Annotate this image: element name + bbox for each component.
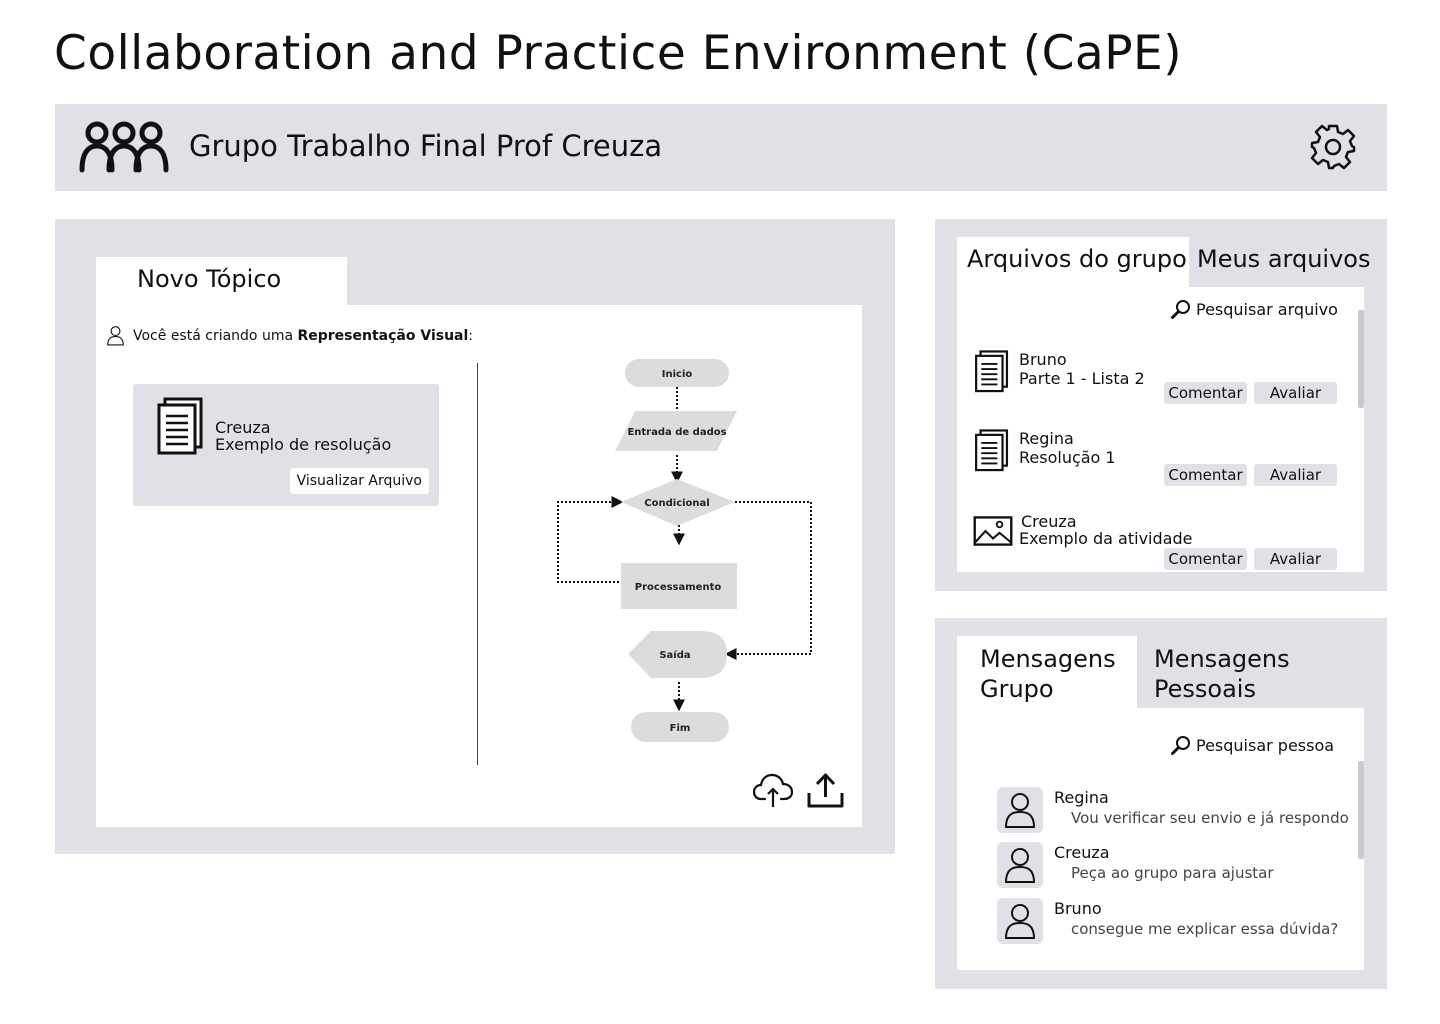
- user-icon: [1003, 846, 1037, 884]
- message-text: Vou verificar seu envio e já respondo: [1071, 809, 1349, 827]
- flow-label-inicio: Inicio: [662, 369, 693, 380]
- message-item[interactable]: Bruno consegue me explicar essa dúvida?: [997, 898, 1357, 946]
- editor-divider: [477, 363, 478, 765]
- group-name: Grupo Trabalho Final Prof Creuza: [189, 129, 663, 163]
- tab-novo-topico[interactable]: Novo Tópico: [96, 257, 347, 307]
- file-author: Bruno: [1019, 350, 1067, 369]
- comment-button[interactable]: Comentar: [1164, 382, 1247, 404]
- rate-button[interactable]: Avaliar: [1254, 382, 1337, 404]
- comment-button[interactable]: Comentar: [1164, 548, 1247, 570]
- attached-file-title: Exemplo de resolução: [215, 435, 392, 454]
- file-title: Resolução 1: [1019, 448, 1116, 467]
- comment-button[interactable]: Comentar: [1164, 464, 1247, 486]
- rate-button[interactable]: Avaliar: [1254, 548, 1337, 570]
- search-icon: [1171, 735, 1191, 755]
- flow-label-condicional: Condicional: [644, 498, 709, 509]
- tab-arquivos-grupo[interactable]: Arquivos do grupo: [957, 237, 1189, 289]
- tab-label-line1: Mensagens: [1154, 645, 1290, 673]
- file-title: Exemplo da atividade: [1019, 529, 1193, 548]
- messages-scrollbar[interactable]: [1358, 761, 1364, 859]
- flow-node-condicional[interactable]: [621, 479, 735, 526]
- topic-editor: Você está criando uma Representação Visu…: [96, 305, 862, 827]
- cloud-upload-icon[interactable]: [753, 771, 793, 809]
- list-item[interactable]: Bruno Parte 1 - Lista 2 Comentar Avaliar: [973, 350, 1345, 430]
- files-list: Pesquisar arquivo Bruno Parte 1 - Lista …: [957, 287, 1364, 572]
- avatar: [997, 898, 1043, 944]
- list-item[interactable]: Regina Resolução 1 Comentar Avaliar: [973, 429, 1345, 509]
- message-item[interactable]: Regina Vou verificar seu envio e já resp…: [997, 787, 1357, 835]
- flow-node-inicio[interactable]: [625, 359, 729, 387]
- avatar: [997, 787, 1043, 833]
- messages-list: Pesquisar pessoa Regina Vou verificar se…: [957, 708, 1364, 970]
- message-item[interactable]: Creuza Peça ao grupo para ajustar: [997, 842, 1357, 890]
- tab-mensagens-pessoais[interactable]: Mensagens Pessoais: [1154, 644, 1290, 704]
- document-icon: [973, 429, 1013, 473]
- view-file-button[interactable]: Visualizar Arquivo: [289, 468, 429, 494]
- upload-icon[interactable]: [807, 773, 844, 809]
- person-search-label: Pesquisar pessoa: [1196, 735, 1335, 755]
- files-scrollbar[interactable]: [1358, 310, 1364, 408]
- flow-node-entrada[interactable]: [615, 411, 737, 451]
- flow-label-entrada: Entrada de dados: [627, 427, 726, 438]
- flow-node-fim[interactable]: [631, 712, 729, 742]
- file-author: Creuza: [1021, 512, 1077, 531]
- creating-suffix: :: [468, 327, 474, 344]
- flow-label-fim: Fim: [670, 723, 691, 734]
- file-author: Regina: [1019, 429, 1074, 448]
- message-text: Peça ao grupo para ajustar: [1071, 864, 1274, 882]
- avatar: [997, 842, 1043, 888]
- file-title: Parte 1 - Lista 2: [1019, 369, 1145, 388]
- user-icon: [106, 325, 125, 346]
- list-item[interactable]: Creuza Exemplo da atividade Comentar Ava…: [973, 512, 1345, 572]
- user-icon: [1003, 902, 1037, 940]
- document-icon: [157, 397, 207, 457]
- file-search-label: Pesquisar arquivo: [1196, 299, 1338, 319]
- gear-icon[interactable]: [1309, 123, 1357, 171]
- image-icon: [973, 516, 1013, 546]
- flow-label-processamento: Processamento: [635, 582, 722, 593]
- tab-mensagens-grupo[interactable]: Mensagens Grupo: [957, 636, 1137, 712]
- message-author: Creuza: [1054, 843, 1110, 862]
- topic-panel: Novo Tópico Você está criando uma Repres…: [55, 219, 895, 854]
- flow-label-saida: Saída: [659, 649, 690, 661]
- messages-panel: Mensagens Grupo Mensagens Pessoais Pesqu…: [935, 618, 1387, 989]
- rate-button[interactable]: Avaliar: [1254, 464, 1337, 486]
- message-author: Regina: [1054, 788, 1109, 807]
- creating-notice: Você está criando uma Representação Visu…: [106, 325, 473, 346]
- app-title: Collaboration and Practice Environment (…: [54, 26, 1183, 81]
- search-icon: [1171, 299, 1191, 319]
- document-icon: [973, 350, 1013, 394]
- tab-label-line1: Mensagens: [980, 645, 1116, 673]
- flowchart-canvas[interactable]: Inicio Entrada de dados Condicional Proc…: [551, 351, 821, 751]
- flow-node-saida[interactable]: [628, 631, 727, 678]
- file-search[interactable]: Pesquisar arquivo: [1171, 299, 1338, 319]
- message-text: consegue me explicar essa dúvida?: [1071, 920, 1339, 938]
- group-header: Grupo Trabalho Final Prof Creuza: [55, 104, 1387, 191]
- attached-file-author: Creuza: [215, 418, 271, 437]
- files-panel: Arquivos do grupo Meus arquivos Pesquisa…: [935, 219, 1387, 591]
- tab-label-line2: Grupo: [980, 675, 1054, 703]
- tab-label-line2: Pessoais: [1154, 675, 1256, 703]
- user-icon: [1003, 791, 1037, 829]
- flow-node-processamento[interactable]: [621, 563, 737, 609]
- message-author: Bruno: [1054, 899, 1102, 918]
- creating-prefix: Você está criando uma: [133, 327, 294, 344]
- attached-file-card: Creuza Exemplo de resolução Visualizar A…: [133, 384, 439, 506]
- creating-type: Representação Visual: [297, 327, 469, 344]
- person-search[interactable]: Pesquisar pessoa: [1171, 735, 1334, 755]
- tab-meus-arquivos[interactable]: Meus arquivos: [1197, 245, 1371, 273]
- group-icon: [79, 121, 169, 173]
